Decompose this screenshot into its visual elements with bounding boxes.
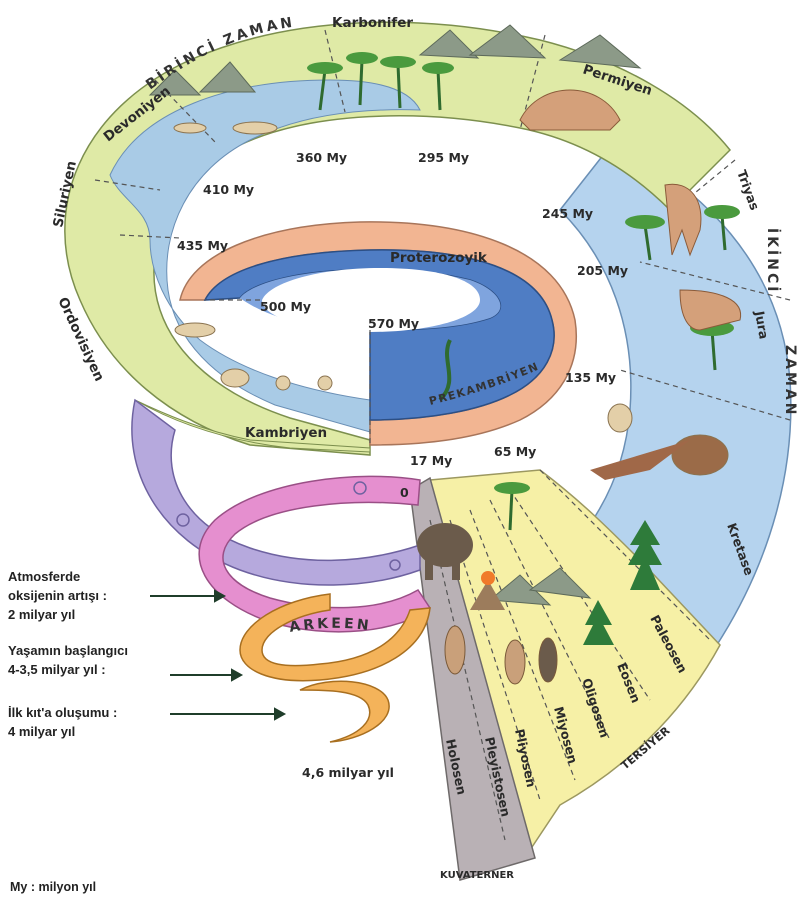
note-oxygen-line2: oksijenin artışı : [8, 586, 107, 605]
era-kuvaterner: KUVATERNER [440, 870, 514, 881]
age-0: 0 [400, 485, 409, 500]
era-ikinci: İKİNCİ [764, 228, 781, 294]
era-arkeen: ARKEEN [288, 616, 372, 636]
period-kambriyen: Kambriyen [245, 425, 327, 441]
note-first-crust: İlk kıt'a oluşumu : 4 milyar yıl [8, 703, 117, 741]
note-oxygen: Atmosferde oksijenin artışı : 2 milyar y… [8, 567, 107, 624]
age-135: 135 My [565, 370, 616, 385]
age-295: 295 My [418, 150, 469, 165]
age-435: 435 My [177, 238, 228, 253]
age-245: 245 My [542, 206, 593, 221]
archean-orange-tail [300, 681, 389, 742]
age-500: 500 My [260, 299, 311, 314]
period-triyas: Triyas [734, 168, 762, 212]
age-65: 65 My [494, 444, 536, 459]
note-life-line1: Yaşamın başlangıcı [8, 641, 128, 660]
note-life-start: Yaşamın başlangıcı 4-3,5 milyar yıl : [8, 641, 128, 679]
period-karbonifer: Karbonifer [332, 15, 413, 31]
age-570: 570 My [368, 316, 419, 331]
age-17: 17 My [410, 453, 452, 468]
note-life-line2: 4-3,5 milyar yıl : [8, 660, 128, 679]
note-oxygen-line1: Atmosferde [8, 567, 107, 586]
era-zaman: ZAMAN [782, 345, 798, 417]
age-205: 205 My [577, 263, 628, 278]
age-410: 410 My [203, 182, 254, 197]
age-4-6-billion: 4,6 milyar yıl [302, 765, 394, 780]
period-proterozoyik: Proterozoyik [390, 250, 488, 266]
note-crust-line1: İlk kıt'a oluşumu : [8, 703, 117, 722]
legend-my: My : milyon yıl [10, 878, 96, 897]
note-crust-line2: 4 milyar yıl [8, 722, 117, 741]
note-oxygen-line3: 2 milyar yıl [8, 605, 107, 624]
age-360: 360 My [296, 150, 347, 165]
